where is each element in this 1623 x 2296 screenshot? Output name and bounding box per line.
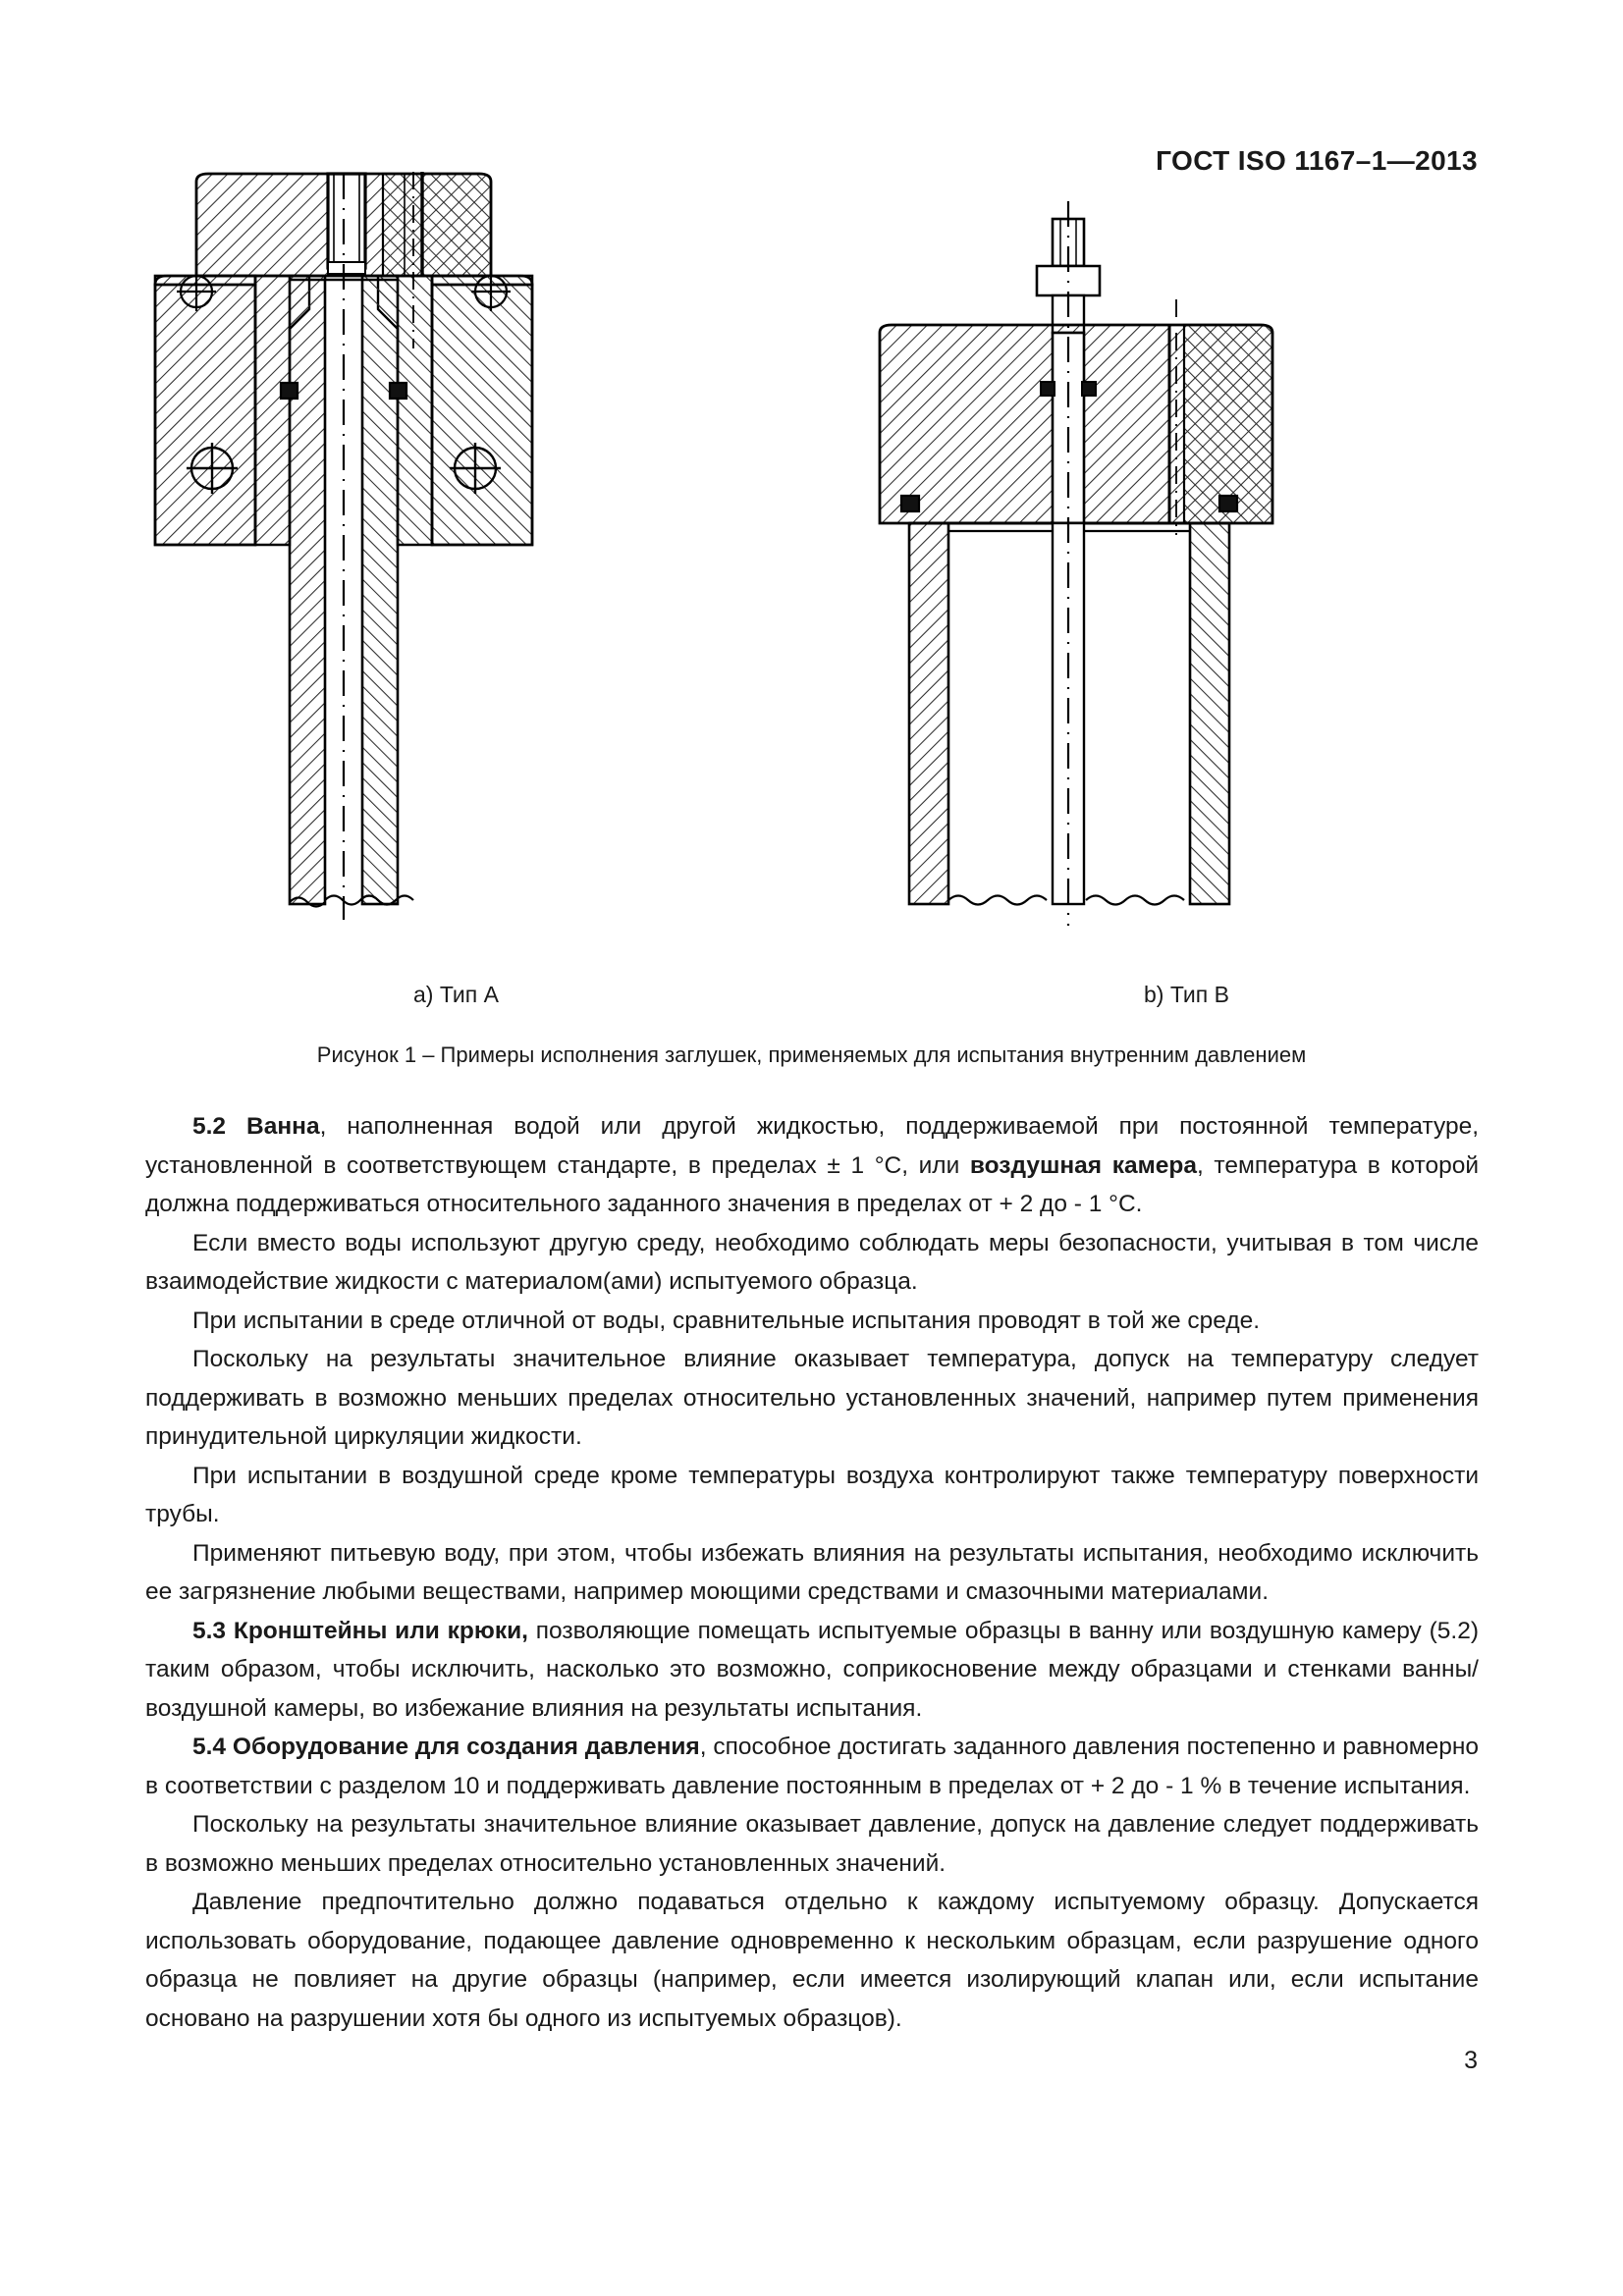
paragraph-p-drinking-water: Применяют питьевую воду, при этом, чтобы… xyxy=(145,1534,1479,1612)
paragraph-p-5-2-run-0: 5.2 Ванна xyxy=(192,1113,320,1140)
paragraph-p-air-medium-run-0: При испытании в воздушной среде кроме те… xyxy=(145,1462,1479,1528)
end-cap-type-b-cross-section xyxy=(878,201,1274,926)
paragraph-p-5-2-run-3: , температура в которой должна поддержив… xyxy=(145,1151,1480,1218)
figure-1-svg xyxy=(153,172,1274,926)
paragraph-p-pressure-tolerance-run-0: Поскольку на результаты значительное вли… xyxy=(145,1811,1479,1877)
figure-subcaptions: a) Тип А b) Тип В xyxy=(137,982,1483,1015)
paragraph-p-5-4-run-0: 5.4 Оборудование для создания давления xyxy=(192,1734,700,1760)
paragraph-p-5-3-run-1: позволяющие помещать испытуемые образцы … xyxy=(145,1617,1479,1722)
paragraph-p-pressure-supply-run-0: Давление предпочтительно должно подавать… xyxy=(145,1889,1479,2032)
paragraph-p-other-medium: Если вместо воды используют другую среду… xyxy=(145,1224,1479,1302)
paragraph-p-air-medium: При испытании в воздушной среде кроме те… xyxy=(145,1457,1479,1534)
paragraph-p-pressure-supply: Давление предпочтительно должно подавать… xyxy=(145,1883,1479,2038)
paragraph-p-5-3-run-0: 5.3 Кронштейны или крюки, xyxy=(192,1617,528,1644)
page-number: 3 xyxy=(1464,2047,1478,2074)
paragraph-p-5-2: 5.2 Ванна, наполненная водой или другой … xyxy=(145,1107,1479,1224)
paragraph-p-5-4-run-1: , способное достигать заданного давления… xyxy=(145,1734,1479,1799)
body-text: 5.2 Ванна, наполненная водой или другой … xyxy=(145,1107,1479,2038)
paragraph-p-comparative-tests: При испытании в среде отличной от воды, … xyxy=(145,1302,1479,1341)
paragraph-p-drinking-water-run-0: Применяют питьевую воду, при этом, чтобы… xyxy=(145,1539,1479,1606)
end-cap-type-a-cross-section xyxy=(153,172,534,920)
paragraph-p-5-2-run-1: , наполненная водой или другой жидкостью… xyxy=(145,1113,1480,1179)
figure-subcaption-type-a: a) Тип А xyxy=(413,982,499,1007)
figure-1-drawings xyxy=(137,172,1473,947)
paragraph-p-other-medium-run-0: Если вместо воды используют другую среду… xyxy=(145,1229,1479,1296)
paragraph-p-pressure-tolerance: Поскольку на результаты значительное вли… xyxy=(145,1805,1479,1883)
figure-subcaption-type-b: b) Тип В xyxy=(1144,982,1229,1007)
paragraph-p-comparative-tests-run-0: При испытании в среде отличной от воды, … xyxy=(192,1307,1261,1334)
paragraph-p-5-2-run-2: воздушная камера xyxy=(969,1151,1197,1179)
page-header-standard-number: ГОСТ ISO 1167–1—2013 xyxy=(1156,145,1478,176)
paragraph-p-5-3: 5.3 Кронштейны или крюки, позволяющие по… xyxy=(145,1612,1479,1729)
figure-1-caption: Рисунок 1 – Примеры исполнения заглушек,… xyxy=(316,1042,1307,1067)
paragraph-p-temperature-tolerance-run-0: Поскольку на результаты значительное вли… xyxy=(145,1346,1479,1450)
paragraph-p-temperature-tolerance: Поскольку на результаты значительное вли… xyxy=(145,1340,1479,1457)
paragraph-p-5-4: 5.4 Оборудование для создания давления, … xyxy=(145,1728,1479,1805)
